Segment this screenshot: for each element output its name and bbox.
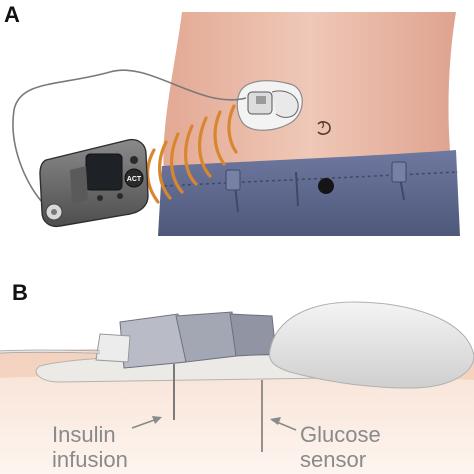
glucose-sensor-label: Glucose sensor <box>300 422 381 472</box>
abdomen-illustration <box>158 12 460 236</box>
belt-loop-left <box>225 169 241 191</box>
pump-screen <box>85 153 123 191</box>
insulin-label-line2: infusion <box>52 447 128 472</box>
panel-b-label: B <box>12 280 28 305</box>
panel-a-label: A <box>4 2 20 27</box>
sensor-patch <box>236 80 303 131</box>
glucose-label-line1: Glucose <box>300 422 381 447</box>
callout-arrows <box>131 416 297 431</box>
glucose-sensor-dome <box>269 301 474 389</box>
infusion-set <box>0 311 277 369</box>
wireless-signal-icon <box>146 104 238 204</box>
pump-act-button <box>124 168 144 188</box>
insulin-pump: ACT <box>39 138 149 228</box>
pump-act-label: ACT <box>127 176 142 183</box>
jeans-button <box>318 178 334 194</box>
glucose-label-line2: sensor <box>300 447 367 472</box>
torso-skin <box>163 12 456 172</box>
insulin-infusion-label: Insulin infusion <box>52 422 128 472</box>
insulin-label-line1: Insulin <box>52 422 116 447</box>
belt-loop-right <box>391 161 407 183</box>
